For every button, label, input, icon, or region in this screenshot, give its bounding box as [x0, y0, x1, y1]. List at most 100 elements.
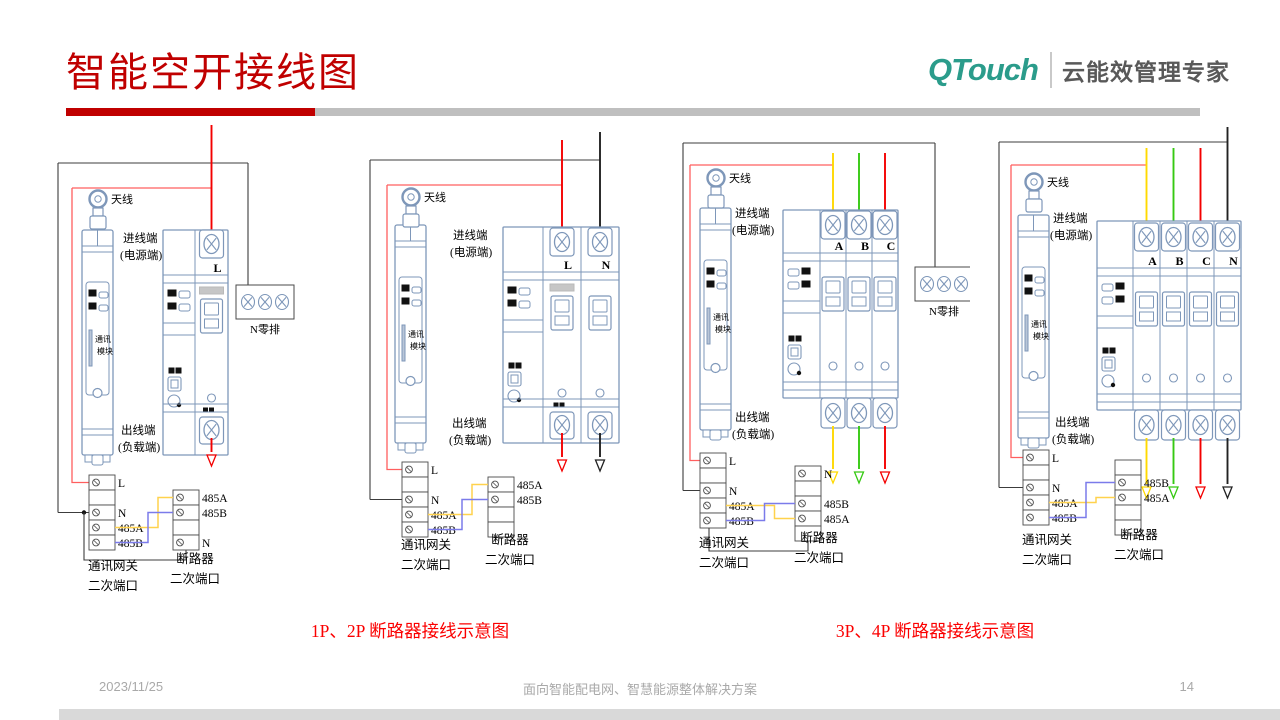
din-foot	[102, 454, 111, 463]
pole-dot	[206, 393, 217, 403]
led-indicator	[401, 297, 410, 305]
toggle-inner	[1166, 311, 1181, 322]
outgoing-label: 出线端	[1055, 415, 1090, 429]
breaker-port-caption: 二次端口	[1114, 548, 1164, 562]
icon-square	[795, 335, 802, 342]
wire	[406, 497, 412, 502]
pole-label: N	[602, 258, 611, 272]
breaker-port-cell	[1114, 519, 1142, 536]
breaker-port-row-label: N	[202, 538, 211, 550]
wire	[1027, 485, 1033, 490]
toggle-inner	[851, 296, 867, 307]
toggle-inner	[592, 299, 608, 313]
led-window	[98, 291, 109, 299]
gateway-port-row-label: 485A	[118, 523, 144, 535]
screw-slot	[1141, 418, 1152, 432]
outgoing-label: (负载端)	[732, 427, 774, 441]
icon-square	[1109, 347, 1116, 354]
wire-485a	[726, 504, 795, 520]
gateway-port-row-label: 485B	[1052, 513, 1077, 525]
comm-bar	[401, 324, 406, 362]
led-indicator	[167, 289, 177, 297]
pole-label: B	[861, 239, 869, 253]
icon-dot	[796, 370, 802, 376]
antenna-label: 天线	[1047, 175, 1069, 189]
antenna-base	[1025, 198, 1043, 213]
antenna-base	[89, 215, 107, 230]
gateway-module-label: 模块	[1033, 331, 1049, 341]
gateway-port-cell	[401, 476, 429, 493]
toggle-inner	[1220, 295, 1235, 309]
toggle-inner	[825, 280, 841, 294]
pole-dot	[595, 388, 605, 398]
din-foot	[1027, 437, 1040, 449]
screw-slot	[1168, 230, 1179, 244]
screw-slot	[1168, 418, 1179, 432]
wire-485b	[115, 511, 173, 544]
gateway-port-row-label: 485A	[729, 501, 755, 513]
arrow-head	[853, 471, 865, 485]
icon-dot	[176, 402, 182, 408]
screw-slot	[277, 296, 287, 308]
gateway-port-caption: 通讯网关	[699, 536, 749, 550]
toggle-inner	[1139, 311, 1154, 322]
wire	[177, 540, 183, 545]
breaker-port-cell	[487, 506, 515, 523]
led-indicator	[88, 289, 97, 297]
pole-label: A	[1148, 254, 1157, 268]
led-indicator	[1115, 282, 1125, 290]
breaker-port-caption: 断路器	[491, 532, 529, 547]
wire	[1027, 500, 1033, 505]
screw-slot	[1222, 418, 1233, 432]
gateway-port-caption: 二次端口	[699, 556, 749, 570]
gateway-port-caption: 通讯网关	[88, 559, 138, 573]
screw-slot	[1195, 418, 1206, 432]
vent-stripe	[199, 286, 224, 295]
neutral-wire	[83, 512, 187, 561]
pole-dot	[880, 361, 890, 371]
gateway-port-row-label: N	[431, 495, 440, 507]
caption-1p-2p: 1P、2P 断路器接线示意图	[310, 621, 510, 641]
breaker-port-cell	[794, 525, 822, 542]
breaker-port-caption: 断路器	[176, 551, 214, 566]
gateway-feed-wire	[386, 185, 402, 471]
led-window	[411, 299, 422, 307]
gateway-port-row-label: N	[118, 508, 127, 520]
din-foot	[720, 429, 729, 438]
wire	[177, 510, 183, 515]
icon-box-inner	[510, 374, 519, 384]
led-window	[411, 286, 422, 294]
breaker-port-cell	[172, 519, 200, 536]
wire-485b	[726, 502, 795, 522]
gateway-port-row-label: L	[431, 465, 438, 477]
breaker-port-row-label: 485B	[202, 508, 227, 520]
breaker-port-cell	[1114, 504, 1142, 521]
icon-box-inner	[1104, 359, 1113, 369]
icon-square	[515, 362, 522, 369]
wire	[93, 540, 99, 545]
icon-square	[209, 407, 214, 413]
junction-dot	[81, 510, 87, 515]
wire	[406, 467, 412, 472]
breaker-port-row-label: N	[824, 469, 833, 481]
gateway-port-row-label: 485B	[118, 538, 143, 550]
gateway-port-row-label: 485B	[431, 525, 456, 537]
breaker-port-row-label: 485B	[824, 499, 849, 511]
screw-slot	[827, 218, 839, 232]
wire	[704, 488, 710, 493]
gateway-port-caption: 二次端口	[1022, 553, 1072, 567]
gateway-port-cell	[1022, 464, 1050, 481]
arrow-head	[827, 471, 839, 485]
wire	[1027, 515, 1033, 520]
din-foot	[709, 429, 722, 441]
icon-square	[788, 335, 795, 342]
led-window	[716, 269, 727, 277]
wire	[406, 512, 412, 517]
led-window	[1101, 283, 1114, 292]
pole-label: L	[564, 258, 572, 272]
led-indicator	[706, 280, 715, 288]
breaker-port-caption: 二次端口	[170, 572, 220, 586]
incoming-label: 进线端	[735, 206, 770, 220]
